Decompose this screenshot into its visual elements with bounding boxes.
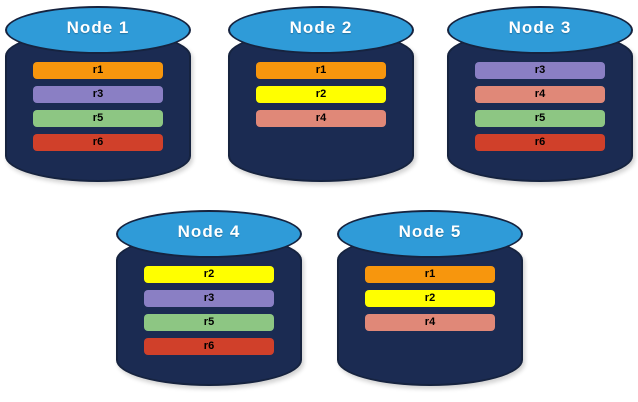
record-bar[interactable]: r6 — [33, 134, 163, 151]
cylinder-body — [116, 234, 302, 386]
database-node-2[interactable]: Node 2 r1 r2 r4 — [228, 6, 414, 188]
cylinder-body — [447, 30, 633, 182]
record-list: r2 r3 r5 r6 — [144, 266, 274, 355]
cylinder-body — [228, 30, 414, 182]
record-list: r1 r2 r4 — [365, 266, 495, 331]
record-bar[interactable]: r1 — [33, 62, 163, 79]
record-bar[interactable]: r3 — [144, 290, 274, 307]
cylinder-body — [337, 234, 523, 386]
record-list: r3 r4 r5 r6 — [475, 62, 605, 151]
record-bar[interactable]: r6 — [144, 338, 274, 355]
database-node-5[interactable]: Node 5 r1 r2 r4 — [337, 210, 523, 392]
record-bar[interactable]: r3 — [33, 86, 163, 103]
database-node-1[interactable]: Node 1 r1 r3 r5 r6 — [5, 6, 191, 188]
cylinder-top-ellipse — [5, 6, 191, 54]
record-bar[interactable]: r2 — [144, 266, 274, 283]
database-node-4[interactable]: Node 4 r2 r3 r5 r6 — [116, 210, 302, 392]
database-node-3[interactable]: Node 3 r3 r4 r5 r6 — [447, 6, 633, 188]
cylinder-top-ellipse — [228, 6, 414, 54]
record-list: r1 r3 r5 r6 — [33, 62, 163, 151]
record-bar[interactable]: r5 — [33, 110, 163, 127]
record-bar[interactable]: r2 — [256, 86, 386, 103]
record-list: r1 r2 r4 — [256, 62, 386, 127]
cylinder-top-ellipse — [447, 6, 633, 54]
cylinder-top-ellipse — [116, 210, 302, 258]
record-bar[interactable]: r1 — [365, 266, 495, 283]
record-bar[interactable]: r5 — [475, 110, 605, 127]
record-bar[interactable]: r4 — [365, 314, 495, 331]
cylinder-top-ellipse — [337, 210, 523, 258]
record-bar[interactable]: r4 — [475, 86, 605, 103]
record-bar[interactable]: r3 — [475, 62, 605, 79]
record-bar[interactable]: r2 — [365, 290, 495, 307]
record-bar[interactable]: r5 — [144, 314, 274, 331]
record-bar[interactable]: r1 — [256, 62, 386, 79]
record-bar[interactable]: r6 — [475, 134, 605, 151]
record-bar[interactable]: r4 — [256, 110, 386, 127]
